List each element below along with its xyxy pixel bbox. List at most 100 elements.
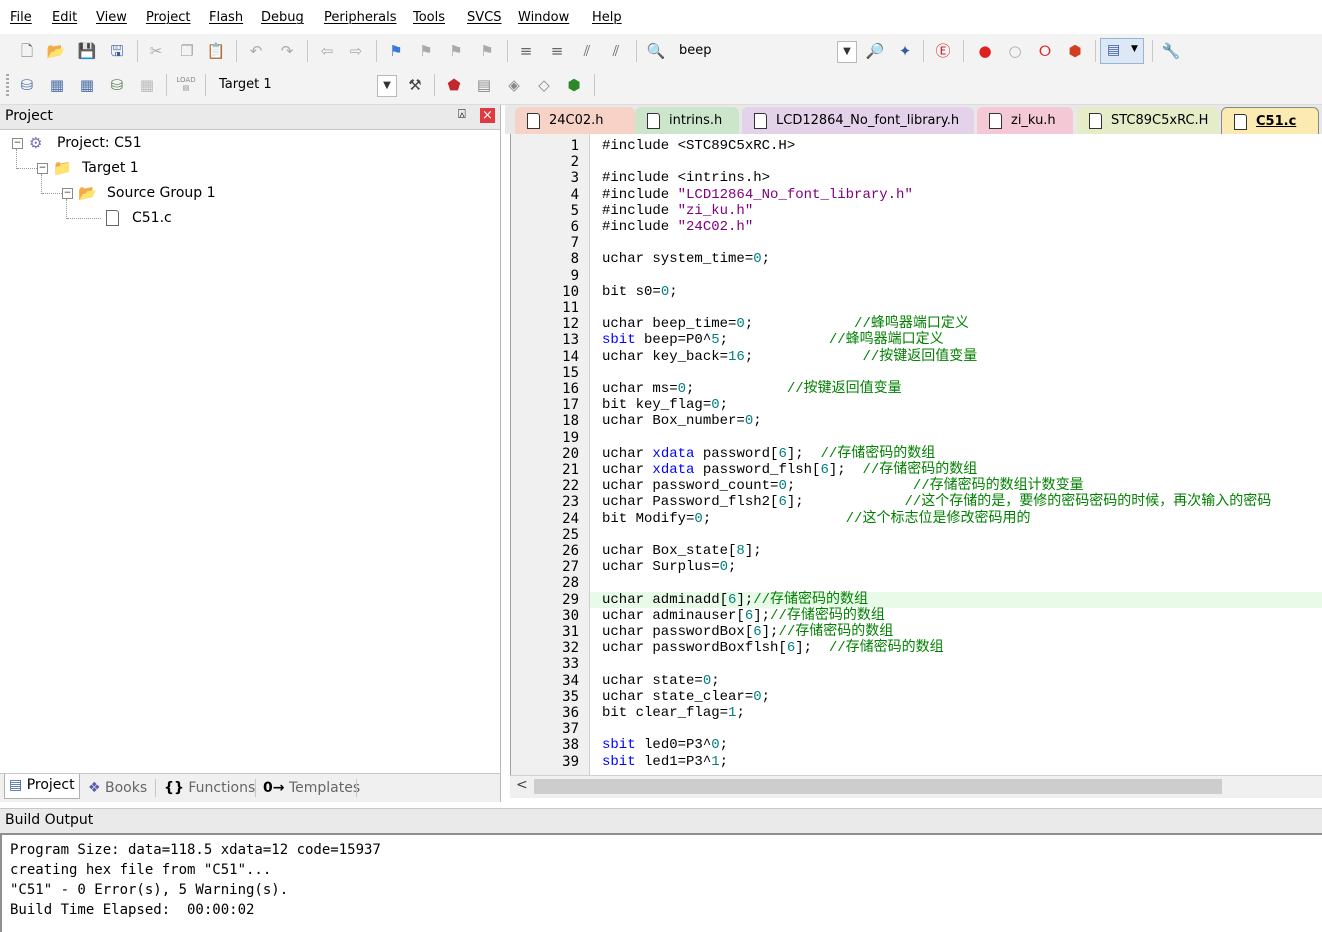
menu-project[interactable]: Project [146, 10, 191, 25]
disable-all-breakpoints-icon[interactable]: ⭘ [1038, 42, 1051, 60]
code-line: uchar passwordBoxflsh[6]; //存储密码的数组 [602, 640, 944, 656]
run-time-environment-icon[interactable]: ⬢ [567, 76, 581, 94]
line-number: 27 [562, 559, 579, 575]
redo-icon[interactable]: ↷ [280, 42, 294, 60]
menu-help[interactable]: Help [592, 10, 622, 25]
code-token: ; [719, 397, 729, 413]
code-line: sbit led0=P3^0; [602, 737, 728, 753]
pack-installer-icon[interactable]: ◇ [538, 76, 550, 94]
paste-icon[interactable]: 📋 [206, 42, 226, 60]
menu-edit[interactable]: Edit [52, 10, 78, 25]
breakpoint-icon[interactable]: ● [978, 42, 992, 60]
find-combo-value: beep [679, 43, 712, 58]
menu-flash[interactable]: Flash [209, 10, 244, 25]
menu-svcs[interactable]: SVCS [467, 10, 502, 25]
tab-c51-c[interactable]: C51.c [1221, 107, 1319, 134]
unindent-icon[interactable]: ≡ [550, 42, 564, 60]
find-combo[interactable]: beep ▼ [672, 40, 858, 63]
undo-icon[interactable]: ↶ [249, 42, 263, 60]
translate-icon[interactable]: ⛁ [20, 76, 34, 94]
collapse-icon[interactable]: − [62, 188, 73, 199]
code-token: ]; [786, 494, 905, 510]
tab-zi-ku-h[interactable]: zi_ku.h [977, 107, 1073, 134]
window-layout-button[interactable]: ▤ ▼ [1100, 38, 1144, 64]
build-output-panel[interactable]: Program Size: data=118.5 xdata=12 code=1… [0, 833, 1322, 932]
batch-build-icon[interactable]: ⛁ [110, 76, 124, 94]
code-token: uchar passwordBox[ [602, 624, 754, 640]
clear-bookmarks-icon[interactable]: ⚑ [480, 42, 494, 60]
collapse-icon[interactable]: − [12, 138, 23, 149]
code-token: 6 [778, 494, 787, 510]
tab-project[interactable]: ▤ Project [4, 774, 80, 799]
file-extensions-icon[interactable]: ⬟ [447, 76, 461, 94]
kill-breakpoints-icon[interactable]: ⬢ [1068, 42, 1082, 60]
stop-build-icon[interactable]: ▦ [139, 76, 155, 94]
indent-icon[interactable]: ≡ [519, 42, 533, 60]
menu-view[interactable]: View [96, 10, 127, 25]
code-token: #include <intrins.h> [602, 170, 771, 186]
tab-intrins-h[interactable]: intrins.h [635, 107, 739, 134]
chevron-down-icon[interactable]: ▼ [377, 75, 397, 97]
code-token: ; [719, 754, 729, 770]
copy-icon[interactable]: ❐ [180, 42, 194, 60]
tab-stc89c5xrc-h[interactable]: STC89C5xRC.H [1077, 107, 1219, 134]
save-icon[interactable]: 💾 [77, 42, 97, 60]
code-line: bit s0=0; [602, 284, 678, 300]
code-token: //蜂鸣器端口定义 [828, 332, 944, 348]
new-file-icon[interactable]: 🗋 [20, 42, 34, 60]
open-folder-icon[interactable]: 📂 [46, 42, 66, 60]
line-number: 6 [570, 219, 579, 235]
target-combo[interactable]: Target 1 ▼ [212, 74, 398, 97]
toolbar-separator [205, 74, 206, 96]
tab-templates[interactable]: 0→ Templates [259, 777, 364, 799]
save-all-icon[interactable]: 🖫 [110, 42, 124, 60]
nav-back-icon[interactable]: ⇦ [320, 42, 334, 60]
tab-lcd12864-h[interactable]: LCD12864_No_font_library.h [742, 107, 974, 134]
uncomment-icon[interactable]: ⫽ [612, 42, 620, 60]
manage-components-icon[interactable]: ▤ [476, 76, 492, 94]
disable-breakpoint-icon[interactable]: ○ [1008, 42, 1022, 60]
bookmark-icon[interactable]: ⚑ [389, 42, 403, 60]
tab-24c02-h[interactable]: 24C02.h [515, 107, 635, 134]
prev-bookmark-icon[interactable]: ⚑ [419, 42, 433, 60]
tab-functions[interactable]: {} Functions [160, 777, 259, 799]
menu-debug[interactable]: Debug [261, 10, 304, 25]
code-line: uchar password_count=0; //存储密码的数组计数变量 [602, 478, 1084, 494]
editor-tab-bar: 24C02.h intrins.h LCD12864_No_font_libra… [505, 105, 1322, 134]
configure-icon[interactable]: 🔧 [1161, 42, 1181, 60]
line-number: 10 [562, 284, 579, 300]
nav-forward-icon[interactable]: ⇨ [349, 42, 363, 60]
comment-icon[interactable]: ⫽ [583, 42, 591, 60]
code-token: ]; [736, 592, 754, 608]
incremental-find-icon[interactable]: ✦ [898, 42, 912, 60]
debug-session-icon[interactable]: Ⓔ [935, 42, 951, 60]
menu-window[interactable]: Window [518, 10, 570, 25]
menu-peripherals[interactable]: Peripherals [324, 10, 397, 25]
next-bookmark-icon[interactable]: ⚑ [449, 42, 463, 60]
find-in-files-icon[interactable]: 🔍 [646, 42, 666, 60]
build-icon[interactable]: ▦ [49, 76, 65, 94]
rebuild-icon[interactable]: ▦ [79, 76, 95, 94]
collapse-icon[interactable]: − [37, 163, 48, 174]
line-number: 14 [562, 349, 579, 365]
download-button[interactable]: LOAD▤ [176, 76, 196, 92]
code-token: ; [719, 737, 729, 753]
chevron-down-icon[interactable]: ▼ [837, 41, 857, 63]
cut-icon[interactable]: ✂ [149, 42, 163, 60]
scroll-left-icon[interactable]: < [516, 777, 528, 793]
select-packs-icon[interactable]: ◈ [508, 76, 520, 94]
menu-file[interactable]: File [10, 10, 32, 25]
close-icon[interactable]: × [480, 108, 495, 123]
scrollbar-thumb[interactable] [534, 779, 1222, 794]
editor-horizontal-scrollbar[interactable]: < [510, 775, 1322, 798]
code-token: 0 [660, 284, 670, 300]
menu-tools[interactable]: Tools [413, 10, 446, 25]
target-options-icon[interactable]: ⚒ [408, 76, 422, 94]
code-token: 0 [702, 673, 712, 689]
pin-icon[interactable]: ⍓ [458, 107, 466, 122]
tab-label: LCD12864_No_font_library.h [776, 113, 960, 128]
tab-books[interactable]: ❖ Books [84, 777, 151, 799]
code-token: 0 [711, 737, 720, 753]
find-icon[interactable]: 🔎 [865, 42, 885, 60]
